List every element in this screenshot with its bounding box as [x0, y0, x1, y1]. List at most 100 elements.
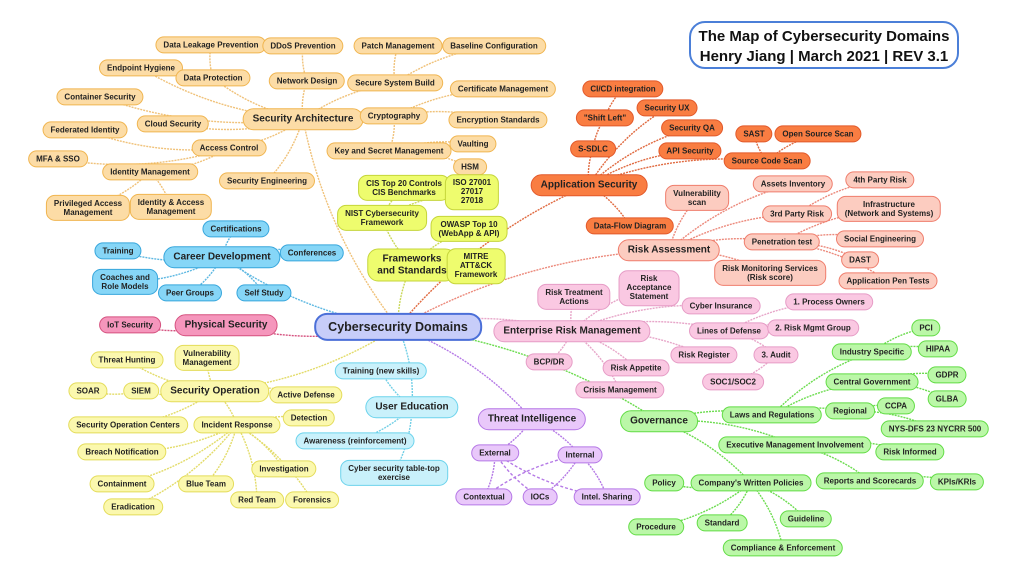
node-ai[interactable]: Assets Inventory	[752, 175, 834, 193]
node-ti[interactable]: Threat Intelligence	[477, 408, 587, 430]
node-pro[interactable]: Procedure	[628, 518, 684, 536]
node-api[interactable]: API Security	[658, 142, 722, 160]
node-so[interactable]: Security Operation	[160, 380, 270, 402]
node-peer[interactable]: Peer Groups	[157, 284, 223, 302]
node-cm[interactable]: Certificate Management	[449, 80, 557, 98]
node-cis[interactable]: CIS Top 20 Controls CIS Benchmarks	[358, 174, 450, 202]
node-pol[interactable]: Policy	[644, 474, 684, 492]
node-hip[interactable]: HIPAA	[917, 340, 959, 358]
node-eh[interactable]: Endpoint Hygiene	[99, 59, 183, 77]
node-th[interactable]: Threat Hunting	[90, 351, 164, 369]
node-se[interactable]: Security Engineering	[218, 172, 316, 190]
node-ssb[interactable]: Secure System Build	[347, 74, 443, 92]
node-sux[interactable]: Security UX	[636, 99, 698, 117]
node-po[interactable]: 1. Process Owners	[785, 293, 873, 311]
node-ad[interactable]: Active Defense	[269, 386, 343, 404]
node-ir[interactable]: Incident Response	[193, 416, 281, 434]
node-cg[interactable]: Central Government	[825, 373, 919, 391]
node-bc[interactable]: Baseline Configuration	[442, 37, 546, 55]
node-vau[interactable]: Vaulting	[449, 135, 497, 153]
node-ps[interactable]: Physical Security	[174, 314, 278, 336]
node-iot[interactable]: IoT Security	[99, 316, 161, 334]
node-con[interactable]: Containment	[89, 475, 155, 493]
node-cwp[interactable]: Company's Written Policies	[690, 474, 812, 492]
node-era[interactable]: Eradication	[103, 498, 163, 516]
node-soe[interactable]: Social Engineering	[835, 230, 925, 248]
node-for[interactable]: Forensics	[285, 491, 339, 509]
node-owasp[interactable]: OWASP Top 10 (WebApp & API)	[430, 215, 508, 243]
node-rt[interactable]: Red Team	[230, 491, 284, 509]
node-crm[interactable]: Crisis Management	[575, 381, 665, 399]
node-kpi[interactable]: KPIs/KRIs	[929, 473, 985, 491]
node-es[interactable]: Encryption Standards	[448, 111, 548, 129]
node-dast[interactable]: DAST	[841, 251, 879, 269]
node-as[interactable]: Application Security	[530, 174, 648, 196]
node-fi[interactable]: Federated Identity	[42, 121, 128, 139]
node-ext[interactable]: External	[471, 444, 519, 462]
node-ccpa[interactable]: CCPA	[876, 397, 916, 415]
node-nys[interactable]: NYS-DFS 23 NYCRR 500	[880, 420, 990, 438]
node-coa[interactable]: Coaches and Role Models	[92, 268, 158, 296]
node-sast[interactable]: SAST	[735, 125, 773, 143]
node-rr[interactable]: Risk Register	[670, 346, 738, 364]
node-ioc[interactable]: IOCs	[522, 488, 558, 506]
node-lod[interactable]: Lines of Defense	[688, 322, 770, 340]
node-sdlc[interactable]: S-SDLC	[570, 140, 616, 158]
node-ra[interactable]: Risk Assessment	[617, 239, 721, 261]
node-sqa[interactable]: Security QA	[661, 119, 723, 137]
node-glba[interactable]: GLBA	[927, 390, 967, 408]
node-soar[interactable]: SOAR	[68, 382, 108, 400]
node-inf[interactable]: Infrastructure (Network and Systems)	[836, 195, 942, 223]
node-shr[interactable]: Intel. Sharing	[573, 488, 641, 506]
node-cry[interactable]: Cryptography	[359, 107, 429, 125]
node-mitre[interactable]: MITRE ATT&CK Framework	[446, 248, 506, 284]
node-nist[interactable]: NIST Cybersecurity Framework	[337, 204, 427, 232]
node-ttx[interactable]: Cyber security table-top exercise	[340, 459, 448, 487]
node-socc[interactable]: Security Operation Centers	[68, 416, 188, 434]
node-cd[interactable]: Career Development	[163, 246, 281, 268]
node-cicd[interactable]: CI/CD integration	[582, 80, 664, 98]
node-ci[interactable]: Cyber Insurance	[681, 297, 761, 315]
node-dfd[interactable]: Data-Flow Diagram	[585, 217, 675, 235]
node-ri[interactable]: Risk Informed	[875, 443, 945, 461]
node-dp[interactable]: Data Protection	[175, 69, 251, 87]
node-ce[interactable]: Compliance & Enforcement	[722, 539, 844, 557]
node-ss[interactable]: Self Study	[236, 284, 292, 302]
node-cls[interactable]: Cloud Security	[136, 115, 210, 133]
node-oss[interactable]: Open Source Scan	[774, 125, 862, 143]
node-rta[interactable]: Risk Treatment Actions	[537, 283, 611, 311]
node-inv[interactable]: Investigation	[251, 460, 317, 478]
node-root[interactable]: Cybersecurity Domains	[314, 312, 482, 342]
node-ras[interactable]: Risk Acceptance Statement	[618, 270, 680, 306]
node-apt[interactable]: Application Pen Tests	[838, 272, 938, 290]
node-ksm[interactable]: Key and Secret Management	[326, 142, 452, 160]
node-conf[interactable]: Conferences	[279, 244, 345, 262]
node-siem[interactable]: SIEM	[123, 382, 159, 400]
node-nd[interactable]: Network Design	[268, 72, 346, 90]
node-mfa[interactable]: MFA & SSO	[28, 150, 88, 168]
node-gov[interactable]: Governance	[620, 410, 698, 432]
node-iam[interactable]: Identity & Access Management	[129, 193, 213, 221]
node-bt[interactable]: Blue Team	[178, 475, 234, 493]
node-hsm[interactable]: HSM	[453, 158, 487, 176]
node-soc[interactable]: SOC1/SOC2	[702, 373, 764, 391]
node-aud[interactable]: 3. Audit	[753, 346, 799, 364]
node-p4[interactable]: 4th Party Risk	[845, 171, 915, 189]
node-vs[interactable]: Vulnerability scan	[665, 184, 729, 212]
node-det[interactable]: Detection	[282, 409, 336, 427]
node-trn[interactable]: Training	[94, 242, 142, 260]
node-emi[interactable]: Executive Management Involvement	[718, 436, 872, 454]
node-erm[interactable]: Enterprise Risk Management	[493, 320, 651, 342]
node-ddos[interactable]: DDoS Prevention	[262, 37, 344, 55]
node-p3[interactable]: 3rd Party Risk	[762, 205, 832, 223]
node-pam[interactable]: Privileged Access Management	[45, 194, 131, 222]
node-awr[interactable]: Awareness (reinforcement)	[295, 432, 415, 450]
node-gdpr[interactable]: GDPR	[927, 366, 967, 384]
node-sa[interactable]: Security Architecture	[242, 108, 364, 130]
node-ctx[interactable]: Contextual	[455, 488, 513, 506]
node-tns[interactable]: Training (new skills)	[334, 362, 428, 380]
node-pci[interactable]: PCI	[911, 319, 941, 337]
node-fs[interactable]: Frameworks and Standards	[367, 248, 457, 282]
node-iso[interactable]: ISO 27001 27017 27018	[444, 174, 500, 210]
node-rms[interactable]: Risk Monitoring Services (Risk score)	[714, 259, 826, 287]
